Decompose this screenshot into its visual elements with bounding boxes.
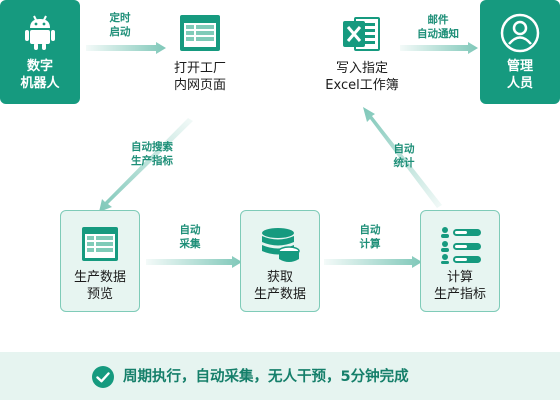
table-preview-icon [82,227,118,261]
node-digital-robot: 数字 机器人 [0,0,80,104]
edge-label-auto-calc: 自动 计算 [350,223,390,251]
webpage-icon [180,15,220,51]
arrow-auto-stats [363,107,442,208]
node-calc: 计算 生产指标 [420,210,500,312]
edge-label-line2: 采集 [179,238,201,250]
node-label-line2: Excel工作簿 [325,78,399,93]
node-label-line2: 预览 [86,287,113,302]
arrow-auto-calc [324,256,422,268]
node-label-line2: 生产数据 [253,287,306,302]
edge-label-auto-search: 自动搜索 生产指标 [120,140,184,168]
node-label-line1: 计算 [446,270,473,285]
edge-label-line1: 邮件 [427,14,449,26]
node-preview: 生产数据 预览 [60,210,140,312]
node-write-excel: 写入指定 Excel工作簿 [310,60,414,94]
edge-label-line2: 启动 [109,26,131,38]
node-fetch: 获取 生产数据 [240,210,320,312]
summary-text: 周期执行，自动采集，无人干预，5分钟完成 [123,369,409,385]
edge-label-line1: 自动 [179,224,201,236]
node-admin: 管理 人员 [480,0,560,104]
person-list-icon [441,227,481,264]
node-label-line1: 管理 [506,59,533,74]
node-label-line1: 数字 [26,59,53,74]
arrow-scheduled-start [86,42,166,54]
database-icon [262,228,300,262]
check-circle-icon [92,366,114,388]
node-label-line2: 人员 [506,76,533,91]
node-label-line1: 生产数据 [73,270,126,285]
node-label-line2: 机器人 [20,76,60,91]
user-icon [500,13,540,53]
edge-label-line2: 生产指标 [131,155,173,167]
edge-label-auto-collect: 自动 采集 [170,223,210,251]
node-label-line1: 获取 [266,270,293,285]
edge-label-line2: 统计 [393,157,415,169]
arrow-auto-search [99,118,193,212]
edge-label-line2: 计算 [359,238,381,250]
edge-label-line2: 自动通知 [417,28,459,40]
arrow-email-notify [400,42,478,54]
edge-label-line1: 自动搜索 [131,141,173,153]
node-label-line2: 内网页面 [173,78,226,93]
edge-label-scheduled-start: 定时 启动 [98,11,142,39]
excel-icon [343,17,380,51]
android-robot-icon [25,15,55,50]
edge-label-line1: 定时 [109,12,131,24]
arrow-auto-collect [146,256,242,268]
edge-label-line1: 自动 [359,224,381,236]
node-label-line2: 生产指标 [433,287,486,302]
node-label-line1: 打开工厂 [173,61,226,76]
edge-label-auto-stats: 自动 统计 [384,142,424,170]
edge-label-line1: 自动 [393,143,415,155]
edge-label-email-notify: 邮件 自动通知 [408,13,468,41]
node-open-factory: 打开工厂 内网页面 [150,60,250,94]
node-label-line1: 写入指定 [335,61,388,76]
